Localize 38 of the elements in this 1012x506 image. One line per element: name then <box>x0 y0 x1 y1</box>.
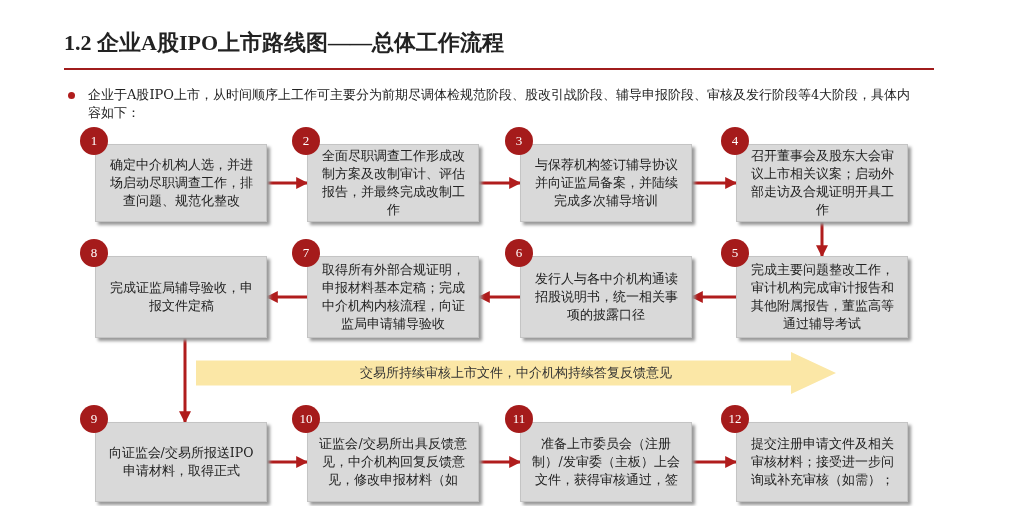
step-text: 确定中介机构人选，并进场启动尽职调查工作，排查问题、规范化整改 <box>108 156 254 210</box>
arrow <box>265 291 307 303</box>
step-text: 取得所有外部合规证明，申报材料基本定稿；完成中介机构内核流程，向证监局申请辅导验收 <box>320 261 466 333</box>
intro-text: 企业于A股IPO上市，从时间顺序上工作可主要分为前期尽调体检规范阶段、股改引战阶段、辅导申报阶段、审核及发行阶段等4大阶段，具体内容如下： <box>88 86 912 122</box>
step-text: 证监会/交易所出具反馈意见，中介机构回复反馈意见，修改申报材料（如 <box>318 435 468 489</box>
arrow <box>179 338 191 424</box>
step-number: 3 <box>505 127 533 155</box>
step-text: 向证监会/交易所报送IPO申请材料，取得正式 <box>107 444 255 480</box>
arrow <box>479 177 522 189</box>
step-text: 与保荐机构签订辅导协议并向证监局备案，并陆续完成多次辅导培训 <box>533 156 679 210</box>
step-text: 准备上市委员会（注册制）/发审委（主板）上会文件，获得审核通过，签 <box>531 435 681 489</box>
step-number: 6 <box>505 239 533 267</box>
step-number: 10 <box>292 405 320 433</box>
step-text: 提交注册申请文件及相关审核材料；接受进一步问询或补充审核（如需）； <box>749 435 895 489</box>
arrow <box>267 177 309 189</box>
step-text: 召开董事会及股东大会审议上市相关议案；启动外部走访及合规证明开具工作 <box>749 147 895 219</box>
step-number: 12 <box>721 405 749 433</box>
arrow <box>267 456 309 468</box>
step-number: 2 <box>292 127 320 155</box>
step-text: 完成证监局辅导验收，申报文件定稿 <box>108 279 254 315</box>
arrow <box>692 456 738 468</box>
step-text: 完成主要问题整改工作，审计机构完成审计报告和其他附属报告，董监高等通过辅导考试 <box>749 261 895 333</box>
arrow <box>479 456 522 468</box>
step-number: 1 <box>80 127 108 155</box>
arrow <box>816 222 828 258</box>
step-number: 7 <box>292 239 320 267</box>
page-title: 1.2 企业A股IPO上市路线图——总体工作流程 <box>64 29 504 57</box>
banner-text: 交易所持续审核上市文件，中介机构持续答复反馈意见 <box>360 364 672 382</box>
step-text: 全面尽职调查工作形成改制方案及改制审计、评估报告，并最终完成改制工作 <box>320 147 466 219</box>
step-number: 5 <box>721 239 749 267</box>
arrow <box>690 291 736 303</box>
step-text: 发行人与各中介机构通读招股说明书，统一相关事项的披露口径 <box>533 270 679 324</box>
step-number: 4 <box>721 127 749 155</box>
step-number: 9 <box>80 405 108 433</box>
arrow <box>477 291 520 303</box>
step-number: 8 <box>80 239 108 267</box>
arrow <box>692 177 738 189</box>
step-number: 11 <box>505 405 533 433</box>
